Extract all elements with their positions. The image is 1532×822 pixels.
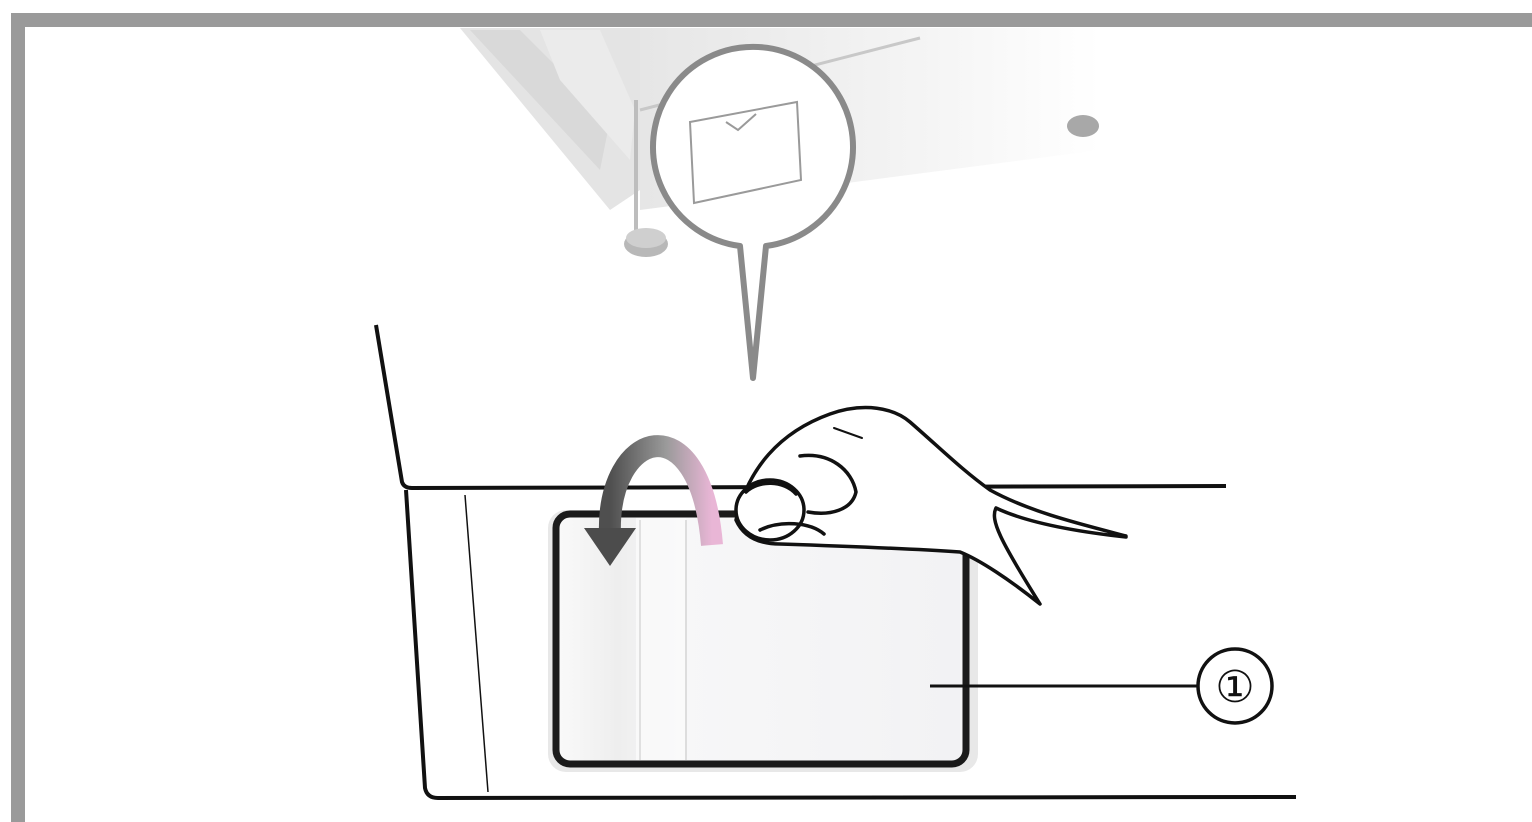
magnifier-callout-icon	[650, 43, 856, 381]
callout-1: ①	[930, 647, 1274, 725]
rotate-arrow-icon	[584, 435, 723, 566]
monitor-body-outline	[374, 324, 1297, 801]
callout-1-label: ①	[1215, 663, 1254, 712]
hand-icon	[734, 405, 1128, 606]
figure-frame	[11, 13, 1532, 822]
cover-panel	[548, 510, 978, 772]
